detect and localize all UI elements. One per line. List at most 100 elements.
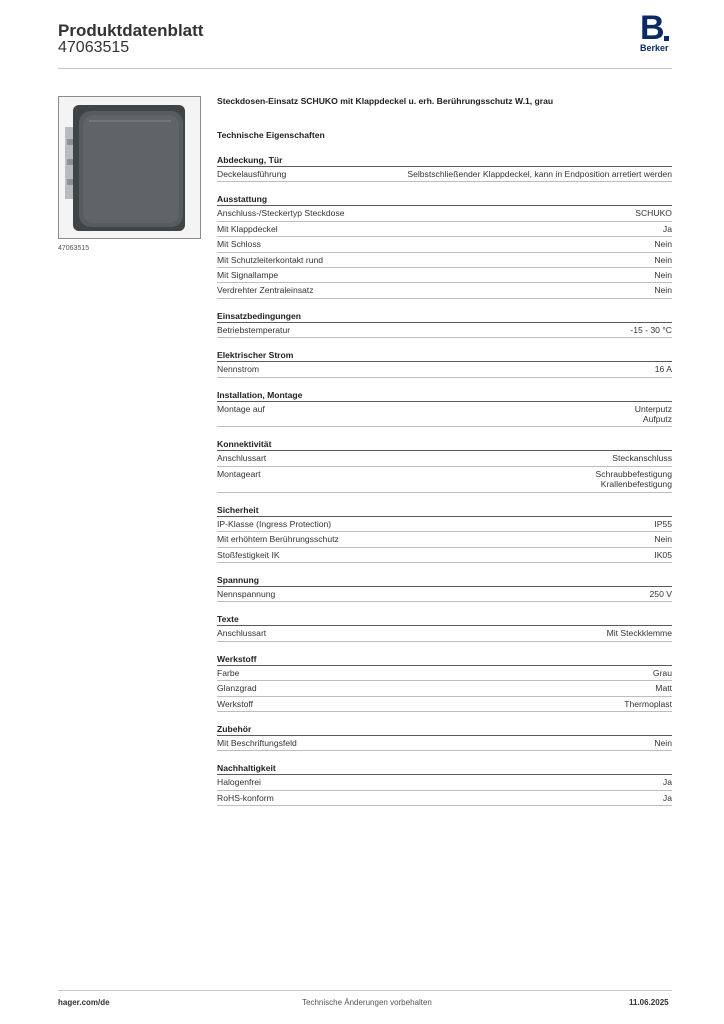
property-value-line: Schraubbefestigung: [595, 468, 672, 479]
property-label: Mit erhöhtem Berührungsschutz: [217, 534, 339, 545]
property-label: Anschluss-/Steckertyp Steckdose: [217, 208, 345, 219]
property-label: Mit Schutzleiterkontakt rund: [217, 254, 324, 265]
property-value: Nein: [654, 239, 672, 249]
property-row: RoHS-konform Ja: [217, 791, 672, 807]
property-label: Montage auf: [217, 403, 265, 414]
property-label: RoHS-konform: [217, 792, 274, 803]
property-value: 16 A: [655, 364, 672, 374]
property-value-line: Ja: [662, 777, 672, 788]
footer-date: 11.06.2025: [629, 998, 669, 1007]
product-image: [58, 96, 201, 239]
group-title: Konnektivität: [217, 438, 672, 452]
article-number: 47063515: [58, 39, 130, 56]
property-value-line: Ja: [662, 792, 672, 803]
logo-text: Berker: [640, 43, 669, 53]
property-value: Ja: [663, 793, 672, 803]
property-row: Betriebstemperatur -15 - 30 °C: [217, 323, 672, 339]
property-value-line: Ja: [662, 223, 672, 234]
property-value: Ja: [663, 224, 672, 234]
property-row: Anschluss-/Steckertyp Steckdose SCHUKO: [217, 206, 672, 222]
property-row: IP-Klasse (Ingress Protection) IP55: [217, 517, 672, 533]
property-value-line: 250 V: [649, 588, 672, 599]
footer-note: Technische Änderungen vorbehalten: [302, 998, 432, 1007]
footer-website: hager.com/de: [58, 998, 110, 1007]
property-value: Ja: [663, 777, 672, 787]
property-label: Mit Beschriftungsfeld: [217, 737, 297, 748]
property-value-line: Grau: [652, 667, 672, 678]
group-title: Nachhaltigkeit: [217, 762, 672, 776]
property-label: Halogenfrei: [217, 777, 261, 788]
property-value-line: IP55: [654, 518, 672, 529]
group-title: Werkstoff: [217, 653, 672, 666]
property-row: Mit Schutzleiterkontakt rund Nein: [217, 253, 672, 269]
property-label: IP-Klasse (Ingress Protection): [217, 518, 332, 529]
property-row: Mit erhöhtem Berührungsschutz Nein: [217, 532, 672, 548]
property-value-line: Matt: [655, 683, 672, 694]
image-caption: 47063515: [58, 245, 90, 252]
group-title: Texte: [217, 613, 672, 627]
property-label: Werkstoff: [217, 698, 253, 709]
group-title: Sicherheit: [217, 504, 672, 517]
property-value-line: Nein: [654, 737, 672, 748]
property-value-line: Nein: [654, 285, 672, 296]
property-value: Selbstschließender Klappdeckel, kann in …: [407, 169, 672, 179]
group-title: Einsatzbedingungen: [217, 310, 672, 323]
property-value-line: SCHUKO: [635, 208, 672, 219]
property-value-line: Mit Steckklemme: [606, 628, 672, 639]
logo-dot: [664, 36, 669, 41]
logo-letter: B: [640, 9, 665, 47]
property-label: Montageart: [217, 468, 261, 479]
group-title: Installation, Montage: [217, 389, 672, 402]
property-value-line: -15 - 30 °C: [630, 324, 672, 335]
property-value: Matt: [655, 683, 672, 693]
property-value: Nein: [654, 738, 672, 748]
socket-illustration: [65, 105, 185, 231]
property-label: Nennspannung: [217, 588, 276, 599]
property-label: Mit Klappdeckel: [217, 223, 278, 234]
property-label: Verdrehter Zentraleinsatz: [217, 285, 314, 296]
property-row: Mit Schloss Nein: [217, 237, 672, 253]
property-value-line: Nein: [654, 254, 672, 265]
property-value: Nein: [654, 255, 672, 265]
property-row: Halogenfrei Ja: [217, 775, 672, 791]
property-label: Nennstrom: [217, 364, 260, 375]
property-label: Deckelausführung: [217, 169, 287, 179]
property-value: -15 - 30 °C: [630, 325, 672, 335]
property-value: Nein: [654, 534, 672, 544]
property-value: IP55: [654, 519, 672, 529]
property-value-line: Thermoplast: [624, 698, 672, 709]
property-value-line: Unterputz: [634, 403, 672, 414]
property-value-line: Krallenbefestigung: [600, 479, 672, 490]
property-value: Steckanschluss: [612, 453, 672, 463]
section-title: Technische Eigenschaften: [217, 130, 325, 140]
property-label: Betriebstemperatur: [217, 324, 291, 335]
property-value-line: Nein: [654, 239, 672, 250]
group-title: Elektrischer Strom: [217, 349, 672, 363]
group-title: Abdeckung, Tür: [217, 154, 672, 167]
property-value: Mit Steckklemme: [607, 628, 672, 638]
page-title: Produktdatenblatt: [58, 21, 204, 40]
group-title: Zubehör: [217, 723, 672, 736]
header-divider: [58, 68, 672, 69]
property-label: Mit Schloss: [217, 239, 261, 250]
property-value-line: Aufputz: [642, 414, 672, 425]
group-title: Ausstattung: [217, 193, 672, 207]
property-value: Grau: [653, 668, 672, 678]
property-label: Anschlussart: [217, 628, 267, 639]
